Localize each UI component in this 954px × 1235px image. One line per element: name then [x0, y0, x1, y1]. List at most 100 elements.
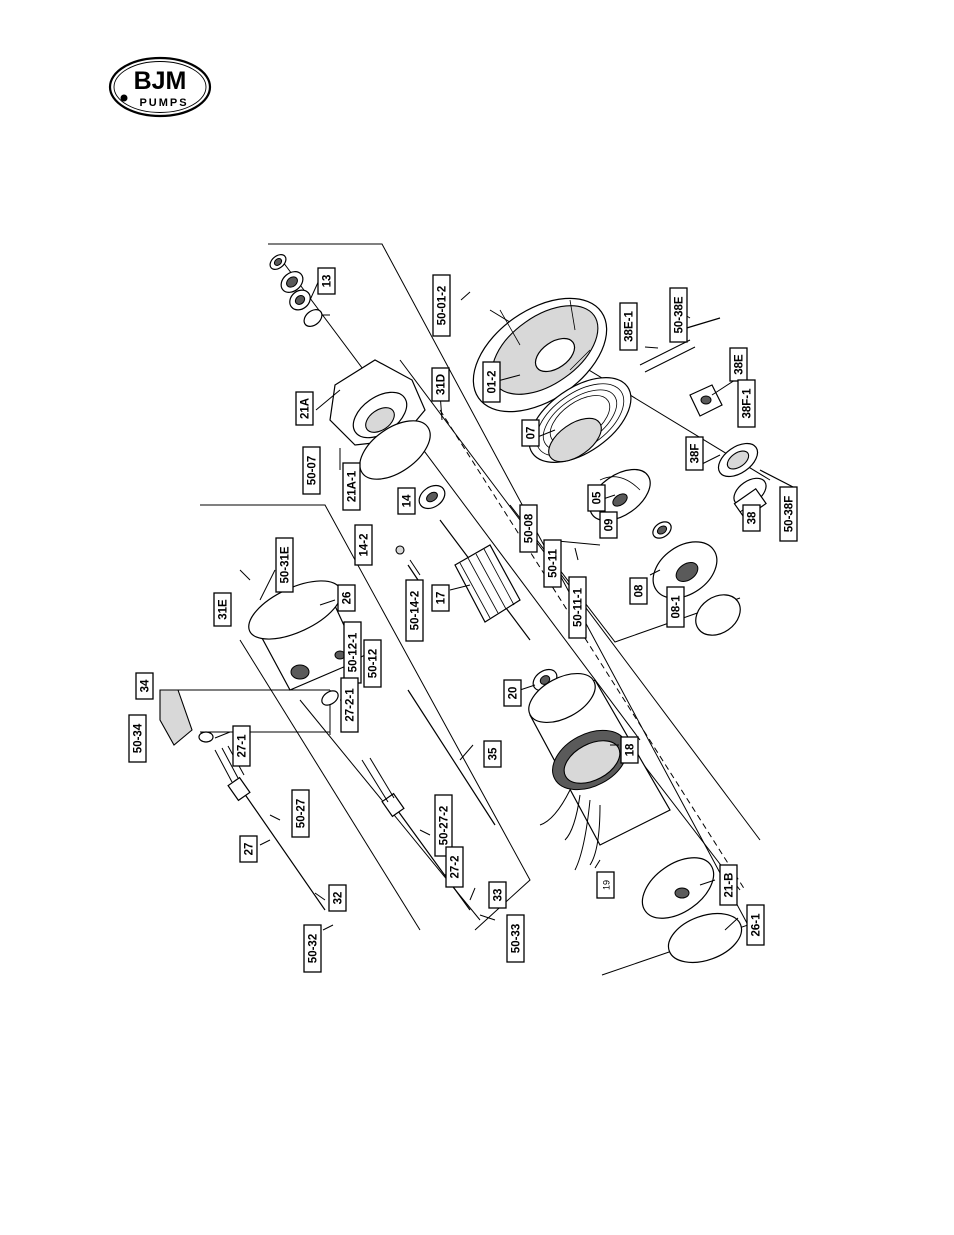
part-label-14-2: 14-2 — [354, 524, 373, 566]
part-14-bearing — [395, 484, 446, 581]
part-label-50-32: 50-32 — [303, 924, 322, 973]
part-label-21a-1: 21A-1 — [342, 462, 361, 511]
part-label-text: 50-12-1 — [348, 632, 360, 672]
part-label-text: 50-34 — [133, 723, 145, 753]
part-21b-end-plate — [641, 857, 743, 964]
part-label-text: 38F-1 — [742, 388, 754, 419]
part-label-text: 20 — [508, 687, 520, 700]
part-label-text: 08 — [634, 584, 646, 597]
part-label-text: 50-27-2 — [439, 806, 451, 846]
part-18-stator — [528, 672, 671, 846]
part-13-seal-stack — [269, 254, 323, 327]
part-01-2-pump-casing — [472, 297, 608, 413]
part-label-31d: 31D — [431, 367, 450, 402]
part-label-27-2: 27-2 — [445, 846, 464, 888]
part-label-05: 05 — [587, 484, 606, 512]
part-label-01-2: 01-2 — [482, 361, 501, 403]
part-label-text: 50-38E — [674, 296, 686, 333]
part-label-21-b: 21-B — [719, 864, 738, 906]
part-19-wires — [539, 789, 601, 871]
part-label-text: 50-14-2 — [410, 591, 422, 631]
part-label-text: 26-1 — [751, 913, 763, 937]
part-label-50-07: 50-07 — [302, 446, 321, 495]
part-label-text: 50-31E — [280, 546, 292, 583]
part-labels: 13 50-01-2 21A 31D 50-07 21A-1 01-2 38E-1 50-38E… — [128, 267, 798, 973]
part-label-text: 34 — [140, 679, 152, 692]
part-27-1-grommet — [198, 731, 214, 743]
part-label-27-2-1: 27-2-1 — [340, 677, 359, 733]
part-label-50-27-2: 50-27-2 — [434, 794, 453, 857]
part-label-09: 09 — [599, 511, 618, 539]
part-label-50-12: 50-12 — [363, 639, 382, 688]
part-label-text: 14-2 — [359, 533, 371, 556]
part-27-2-1-washer — [321, 690, 339, 706]
part-label-text: 26 — [342, 592, 354, 605]
part-label-34: 34 — [135, 672, 154, 700]
part-label-text: 50-12 — [368, 649, 380, 678]
part-label-50-33: 50-33 — [506, 914, 525, 963]
part-label-text: 32 — [333, 892, 345, 905]
part-label-50-38e: 50-38E — [669, 287, 688, 343]
part-label-07: 07 — [521, 419, 540, 447]
part-26-top-cover — [248, 580, 361, 691]
part-label-50-01-2: 50-01-2 — [432, 274, 451, 337]
part-label-text: 07 — [526, 427, 538, 440]
part-35-tie-rod — [407, 689, 496, 826]
part-label-text: 14 — [402, 494, 414, 507]
part-27-2-cable — [361, 757, 471, 911]
part-label-text: 38E — [734, 354, 746, 375]
part-label-text: 01-2 — [487, 370, 499, 393]
part-label-text: 50-07 — [307, 456, 319, 485]
part-label-text: 27-2 — [450, 855, 462, 878]
part-label-26: 26 — [337, 584, 356, 612]
part-label-27-1: 27-1 — [232, 725, 251, 767]
part-label-text: 13 — [322, 275, 334, 288]
part-label-08-1: 08-1 — [666, 586, 685, 628]
logo-line2: PUMPS — [139, 97, 188, 109]
part-label-text: 38 — [747, 511, 759, 524]
part-label-text: 50-38F — [784, 496, 796, 532]
part-label-text: 31E — [218, 599, 230, 620]
part-label-50-11: 50-11 — [543, 539, 562, 588]
part-27-cable — [214, 745, 326, 911]
logo-line1: BJM — [134, 67, 187, 95]
part-label-35: 35 — [483, 740, 502, 768]
part-label-13: 13 — [317, 267, 336, 295]
part-label-50-34: 50-34 — [128, 714, 147, 763]
bjm-pumps-logo: BJM PUMPS — [108, 56, 212, 118]
part-07-diffuser — [528, 377, 632, 463]
part-label-text: 38F — [690, 444, 702, 464]
part-label-38e-1: 38E-1 — [619, 302, 638, 351]
part-label-text: 21A-1 — [347, 470, 359, 502]
part-label-text: 31D — [436, 374, 448, 395]
part-label-19: 19 — [596, 871, 615, 899]
part-label-text: 21-B — [724, 873, 736, 898]
part-label-text: 09 — [604, 519, 616, 532]
part-label-text: 27 — [244, 843, 256, 856]
part-label-38: 38 — [742, 504, 761, 532]
part-label-17: 17 — [431, 584, 450, 612]
part-label-text: 50-33 — [511, 924, 523, 953]
part-label-text: 27-2-1 — [345, 688, 357, 722]
part-09-08-seal-plate — [652, 521, 741, 636]
part-label-text: 50-32 — [308, 934, 320, 963]
part-label-50-12-1: 50-12-1 — [343, 621, 362, 684]
part-34-bracket — [159, 689, 193, 746]
part-label-text: 08-1 — [671, 595, 683, 619]
part-38-fittings — [639, 317, 796, 520]
part-label-20: 20 — [503, 679, 522, 707]
part-label-38e: 38E — [729, 347, 748, 382]
part-label-14: 14 — [397, 487, 416, 515]
part-17-rotor — [439, 519, 531, 641]
part-label-50-38f: 50-38F — [779, 486, 798, 542]
part-label-38f-1: 38F-1 — [737, 379, 756, 428]
part-label-text: 21A — [300, 398, 312, 419]
part-label-08: 08 — [629, 577, 648, 605]
part-label-text: 19 — [602, 880, 612, 890]
part-label-text: 27-1 — [237, 734, 249, 758]
part-label-33: 33 — [488, 881, 507, 909]
part-label-text: 50-08 — [524, 513, 536, 543]
part-label-50-27: 50-27 — [291, 789, 310, 838]
part-label-38f: 38F — [685, 436, 704, 471]
